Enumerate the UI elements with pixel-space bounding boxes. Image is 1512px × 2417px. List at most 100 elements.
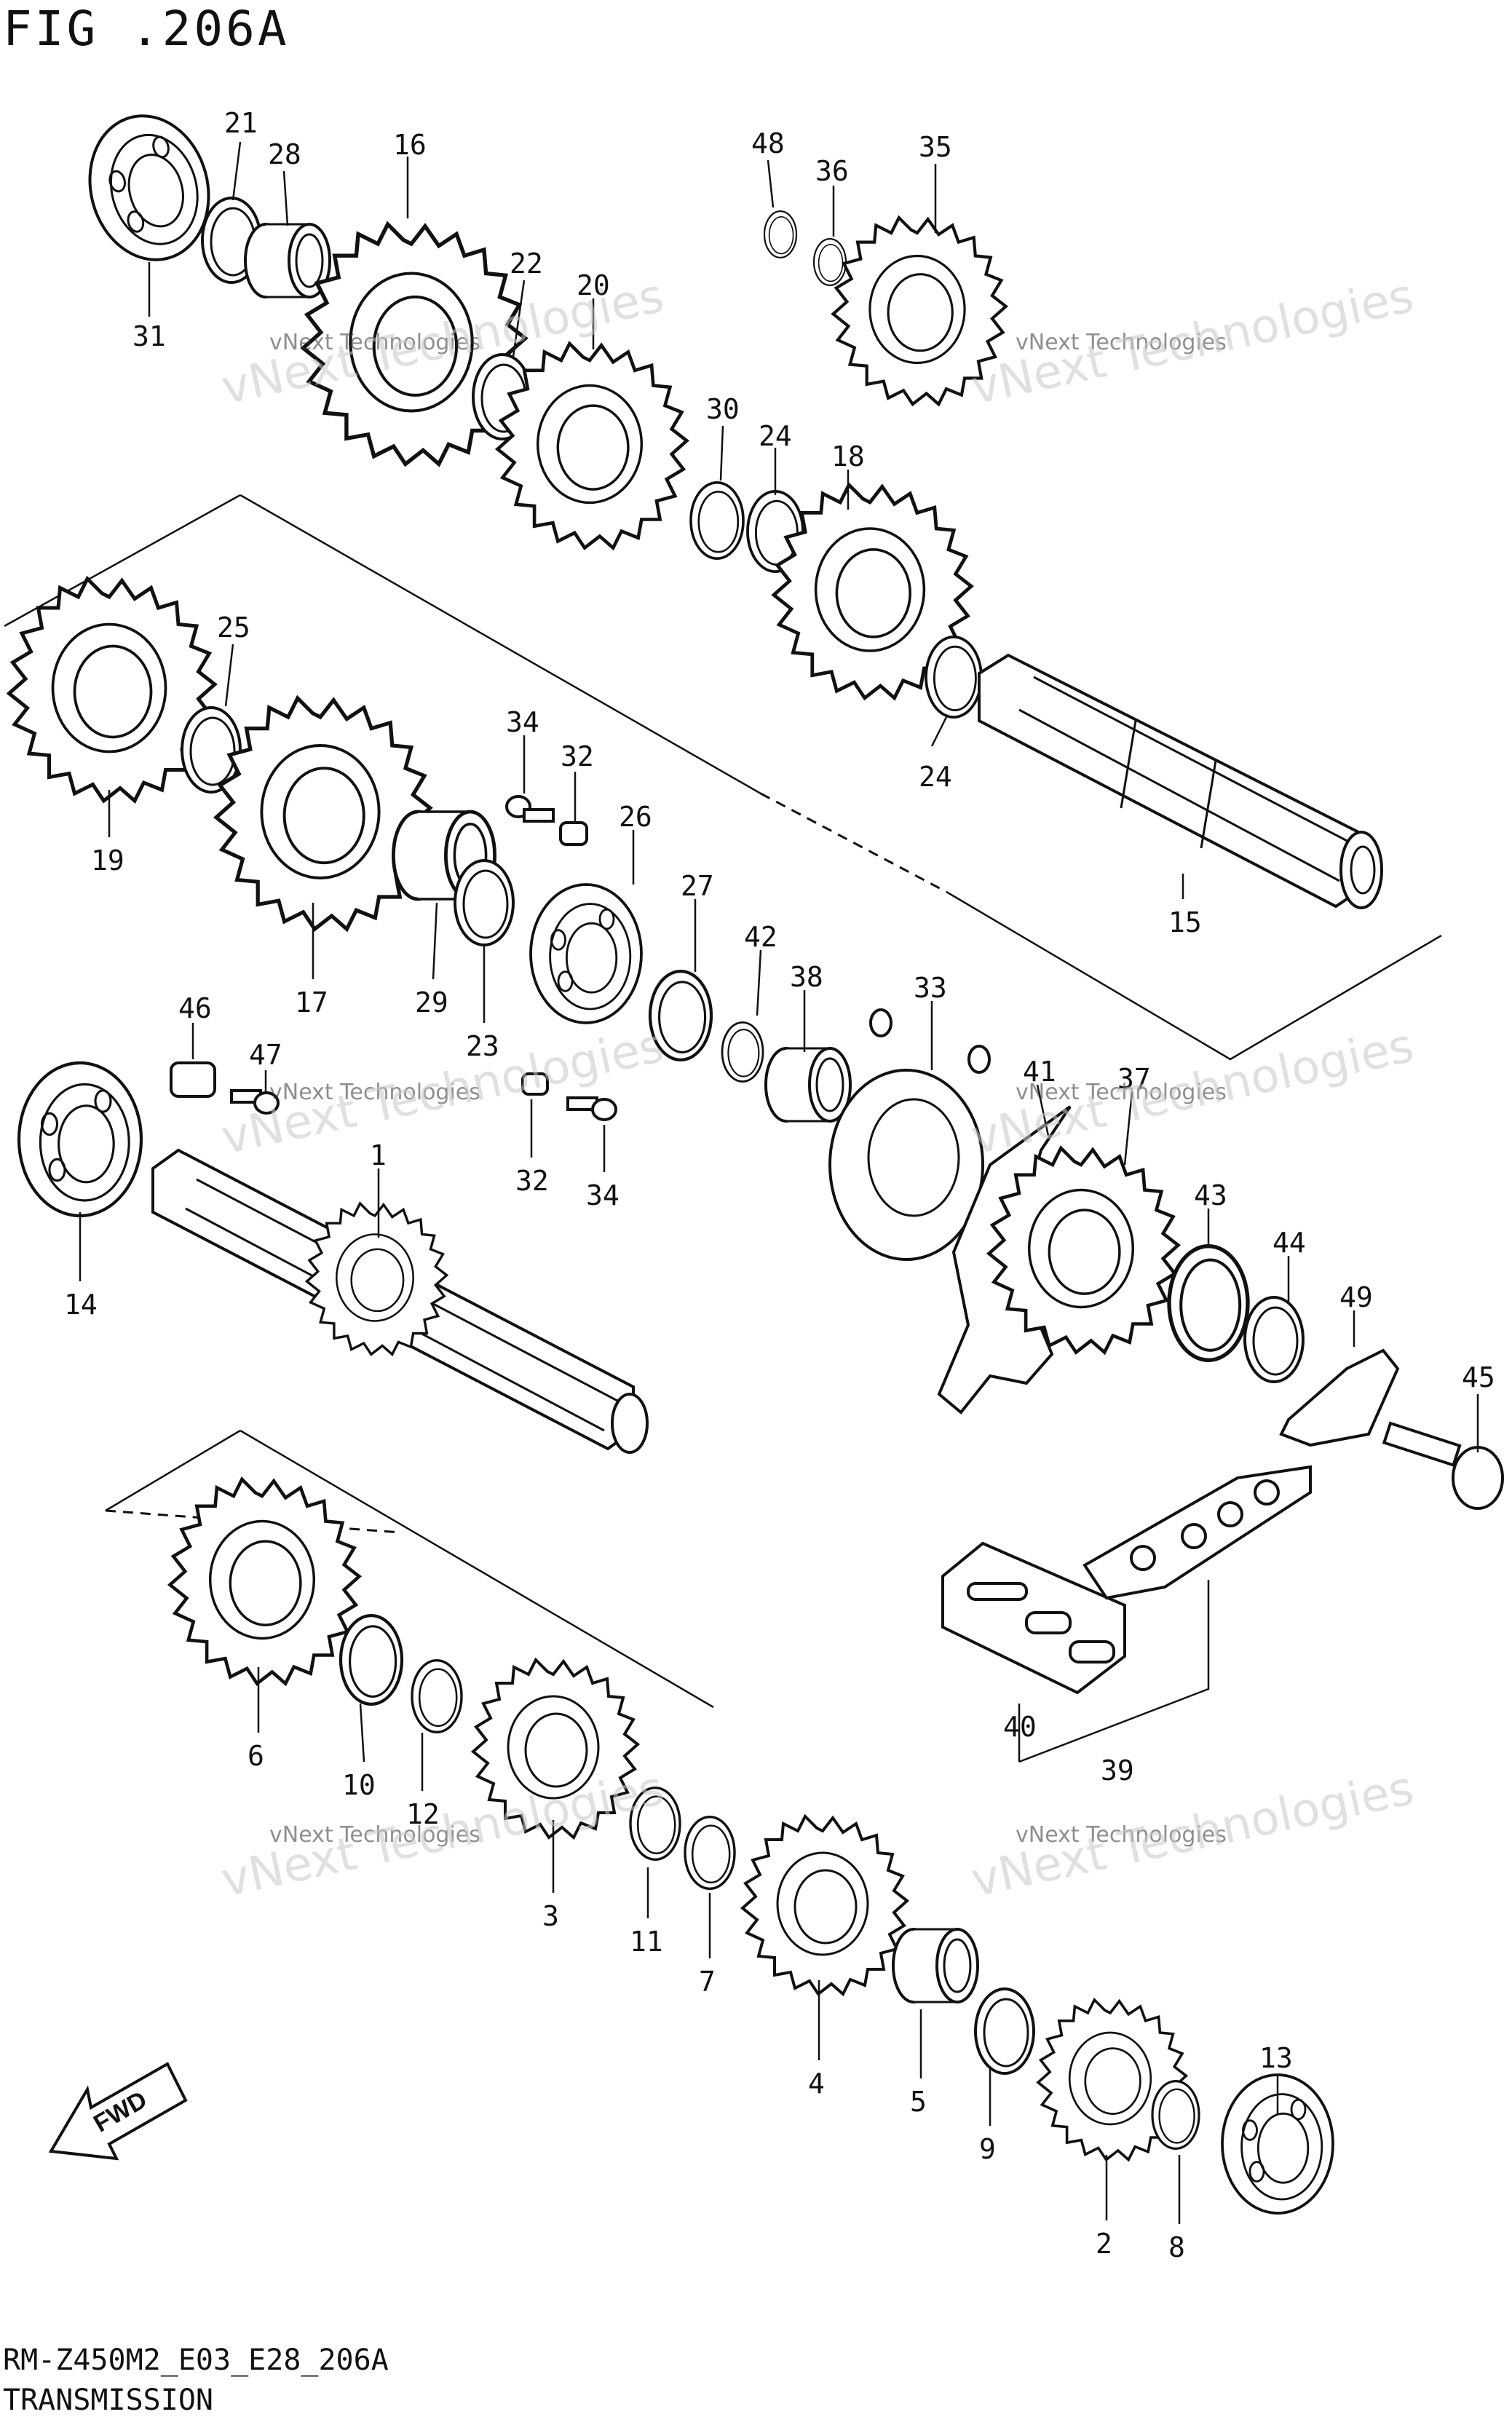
callout-34b: 34 <box>586 1179 620 1211</box>
callout-25: 25 <box>217 612 250 644</box>
callout-28: 28 <box>268 138 301 170</box>
sprocket-cover-33 <box>828 1008 991 1261</box>
callout-18: 18 <box>831 440 865 472</box>
leader-39 <box>1018 1580 1210 1763</box>
callout-30: 30 <box>706 393 740 425</box>
watermark-text: vNext Technologies <box>1016 1822 1227 1848</box>
callout-39: 39 <box>1101 1755 1134 1787</box>
callout-48: 48 <box>751 127 785 159</box>
group-outline <box>946 890 1442 1061</box>
group-outline <box>240 1429 714 1709</box>
washer-24b <box>925 636 983 719</box>
callout-9: 9 <box>979 2133 996 2165</box>
gear-17 <box>216 698 430 929</box>
figure-code: RM-Z450M2_E03_E28_206A <box>3 2343 389 2377</box>
callout-49: 49 <box>1339 1281 1373 1313</box>
callout-3: 3 <box>542 1900 559 1932</box>
watermark-text: vNext Technologies <box>269 330 480 355</box>
callout-47: 47 <box>249 1039 282 1071</box>
callout-6: 6 <box>248 1740 264 1772</box>
callout-36: 36 <box>815 155 849 187</box>
circlip-30 <box>689 480 745 561</box>
watermark-text: vNext Technologies <box>1016 330 1227 355</box>
washer-32b <box>521 1072 549 1096</box>
callout-5: 5 <box>910 2086 927 2118</box>
washer-32a <box>559 821 588 846</box>
figure-caption: TRANSMISSION <box>3 2384 213 2417</box>
callout-12: 12 <box>406 1798 440 1830</box>
bolt-34b <box>566 1096 617 1121</box>
figure-title: FIG .206A <box>3 1 290 57</box>
washer-10 <box>341 1615 402 1704</box>
callout-10: 10 <box>342 1769 376 1801</box>
callout-2: 2 <box>1096 2228 1112 2260</box>
group-outline <box>105 1429 241 1512</box>
callout-11: 11 <box>630 1926 663 1958</box>
callout-labels: 31 21 28 16 22 20 30 24 18 24 48 36 35 1… <box>64 107 1495 2263</box>
countershaft-15 <box>978 653 1383 909</box>
callout-32a: 32 <box>561 740 594 772</box>
washer-23 <box>454 859 515 946</box>
o-ring-42 <box>721 1021 764 1083</box>
callout-41: 41 <box>1023 1056 1056 1088</box>
callout-24b: 24 <box>919 761 952 793</box>
chain-joint-40 <box>941 1541 1126 1695</box>
callout-24a: 24 <box>759 420 792 452</box>
callout-8: 8 <box>1168 2231 1185 2263</box>
callout-1: 1 <box>370 1139 387 1171</box>
group-outline <box>760 792 947 893</box>
bolt-34a <box>505 795 555 823</box>
bearing-26 <box>529 883 643 1024</box>
callout-46: 46 <box>178 992 212 1024</box>
watermark-text: vNext Technologies <box>269 1080 480 1105</box>
callout-17: 17 <box>295 986 328 1018</box>
washer-9 <box>974 1987 1035 2075</box>
gear-1 <box>305 1202 448 1356</box>
callout-7: 7 <box>699 1966 716 1998</box>
callout-20: 20 <box>577 269 610 301</box>
callout-32b: 32 <box>515 1165 549 1197</box>
bearing-14 <box>19 1063 141 1216</box>
callout-15: 15 <box>1168 906 1202 938</box>
callout-31: 31 <box>132 320 166 352</box>
watermark-text: vNext Technologies <box>269 1822 480 1848</box>
callout-42: 42 <box>744 921 777 953</box>
leader-lines <box>79 141 1479 2224</box>
watermark-text: vNext Technologies <box>1016 1080 1227 1105</box>
washer-44 <box>1243 1296 1305 1383</box>
lock-washer-49 <box>1279 1348 1400 1447</box>
callout-22: 22 <box>510 248 543 280</box>
callout-16: 16 <box>393 129 427 161</box>
callout-29: 29 <box>415 986 448 1018</box>
washer-8 <box>1151 2080 1200 2150</box>
callout-19: 19 <box>91 844 124 877</box>
callout-35: 35 <box>919 131 952 163</box>
callout-45: 45 <box>1462 1361 1495 1393</box>
callout-21: 21 <box>224 107 258 139</box>
drive-chain-39 <box>1082 1465 1312 1600</box>
callout-40: 40 <box>1003 1711 1037 1743</box>
bolt-47 <box>230 1089 280 1115</box>
group-outline <box>240 494 761 795</box>
callout-44: 44 <box>1272 1227 1306 1259</box>
callout-13: 13 <box>1259 2042 1293 2074</box>
bolt-45 <box>1382 1421 1504 1510</box>
gear-6 <box>170 1479 360 1684</box>
washer-36 <box>812 238 847 286</box>
callout-37: 37 <box>1117 1063 1151 1095</box>
spacer-38 <box>764 1047 852 1123</box>
circlip-12 <box>411 1658 463 1734</box>
group-outline <box>4 494 241 628</box>
circlip-48 <box>763 210 798 258</box>
gear-20 <box>498 344 687 548</box>
bushing-5 <box>892 1928 979 2003</box>
washer-7 <box>684 1815 736 1891</box>
callout-27: 27 <box>681 870 714 902</box>
callout-23: 23 <box>466 1030 499 1062</box>
washer-43 <box>1169 1246 1248 1361</box>
callout-43: 43 <box>1194 1179 1227 1211</box>
plate-46 <box>170 1061 216 1098</box>
gear-4 <box>741 1815 909 1995</box>
